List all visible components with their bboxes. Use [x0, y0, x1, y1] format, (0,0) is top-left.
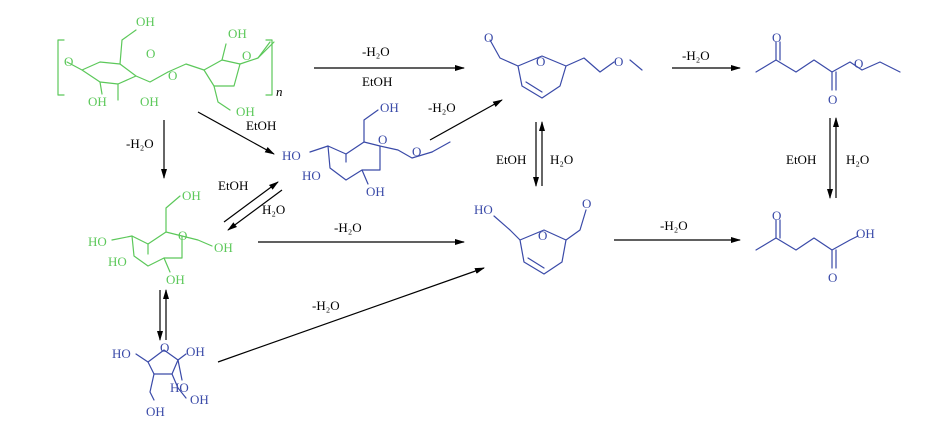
el-o-carbonyl: O: [828, 92, 837, 107]
label-fructose-hmf: -H₂O: [312, 298, 340, 313]
la-o-carbonyl: O: [828, 270, 837, 285]
ethyl-glucoside-structure: [309, 109, 451, 185]
hmf-o-ring: O: [538, 228, 547, 243]
reaction-labels: -H₂O EtOH -H₂O -H₂O EtOH EtOH H₂O -H₂O -…: [126, 44, 869, 313]
cellulose-o-end: O: [64, 54, 73, 69]
label-cellulose-eg: EtOH: [246, 118, 276, 133]
hmf-labels: HO O O: [474, 196, 591, 243]
glucose-ho-low: HO: [108, 254, 127, 269]
fructose-oh-bottom: OH: [146, 404, 165, 419]
emf-labels: O O O: [484, 30, 623, 69]
glucose-labels: OH HO HO OH OH O: [88, 188, 233, 287]
glucose-oh-bottom: OH: [166, 272, 185, 287]
emf-structure: [489, 39, 643, 99]
arrow-cellulose-to-eg: [197, 111, 275, 155]
hmf-structure: [493, 209, 587, 275]
cellulose-n: n: [276, 84, 283, 99]
ethyl-glucoside-labels: OH OH HO HO O O: [282, 100, 421, 199]
ethyl-levulinate-labels: O O O: [772, 30, 863, 107]
cellulose-labels: OH OH OH OH OH O O O O n: [64, 14, 283, 119]
eg-oh-top: OH: [380, 100, 399, 115]
label-emf-el: -H₂O: [682, 48, 710, 63]
glucose-ho-left: HO: [88, 234, 107, 249]
eg-oh-bottom: OH: [366, 184, 385, 199]
fructose-oh-top-right: OH: [186, 344, 205, 359]
label-emf-hmf-right: H₂O: [550, 152, 573, 167]
cellulose-oh-mid-low: OH: [140, 94, 159, 109]
emf-o-aldehyde: O: [484, 30, 493, 45]
fructose-ho-mid: HO: [170, 380, 189, 395]
hmf-ho: HO: [474, 202, 493, 217]
glucose-o-ring: O: [178, 228, 187, 243]
el-o-ketone: O: [772, 30, 781, 45]
levulinic-acid-structure: [755, 219, 859, 269]
arrow-fructose-to-hmf: [217, 267, 485, 363]
glucose-oh-right: OH: [214, 240, 233, 255]
glucose-oh-top: OH: [182, 188, 201, 203]
label-eg-emf: -H₂O: [428, 100, 456, 115]
label-el-la-left: EtOH: [786, 152, 816, 167]
arrow-eg-to-emf: [429, 99, 503, 141]
label-glucose-eg-right: H₂O: [262, 202, 285, 217]
reaction-arrows: [157, 65, 839, 363]
hmf-o-aldehyde: O: [582, 196, 591, 211]
el-o-ester: O: [854, 56, 863, 71]
label-cellulose-emf-bottom: EtOH: [362, 74, 392, 89]
levulinic-acid-labels: O OH O: [772, 208, 875, 285]
cellulose-o-ring1: O: [146, 46, 155, 61]
label-glucose-hmf: -H₂O: [334, 220, 362, 235]
arrow-glucose-to-eg: [223, 181, 279, 223]
eg-o-ethyl: O: [412, 144, 421, 159]
la-oh: OH: [856, 226, 875, 241]
fructose-labels: HO OH HO OH OH O: [112, 340, 209, 419]
cellulose-o-link: O: [168, 68, 177, 83]
cellulose-oh-bottom: OH: [236, 104, 255, 119]
la-o-ketone: O: [772, 208, 781, 223]
label-cellulose-emf-top: -H₂O: [362, 44, 390, 59]
fructose-structure: [135, 349, 187, 401]
eg-o-ring: O: [378, 132, 387, 147]
cellulose-o-ring2: O: [242, 48, 251, 63]
label-emf-hmf-left: EtOH: [496, 152, 526, 167]
fructose-o-ring: O: [160, 340, 169, 355]
label-cellulose-glucose: -H₂O: [126, 136, 154, 151]
cellulose-structure: [57, 29, 275, 111]
glucose-structure: [111, 195, 213, 273]
cellulose-oh-top-left: OH: [136, 14, 155, 29]
label-el-la-right: H₂O: [846, 152, 869, 167]
ethyl-levulinate-structure: [755, 41, 901, 91]
eg-ho-left: HO: [282, 148, 301, 163]
cellulose-oh-top-right: OH: [228, 26, 247, 41]
emf-o-ring: O: [536, 54, 545, 69]
emf-o-ether: O: [614, 54, 623, 69]
label-glucose-eg-left: EtOH: [218, 178, 248, 193]
cellulose-oh-left-low: OH: [88, 94, 107, 109]
label-hmf-la: -H₂O: [660, 218, 688, 233]
arrow-eg-to-glucose: [227, 189, 283, 231]
eg-ho-low: HO: [302, 168, 321, 183]
fructose-oh-right: OH: [190, 392, 209, 407]
fructose-ho-left: HO: [112, 346, 131, 361]
